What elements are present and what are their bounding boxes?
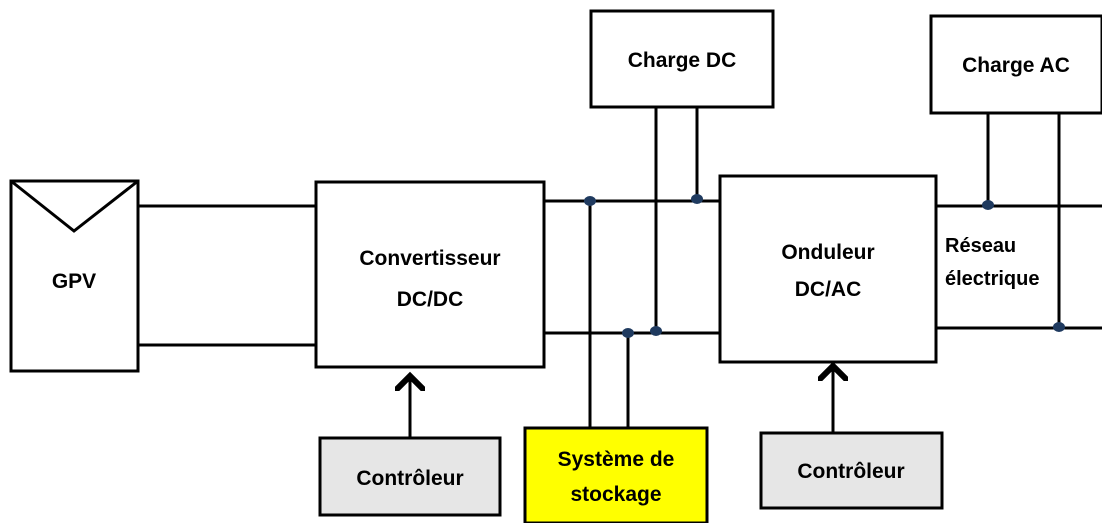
grid-label-line1: Réseau	[945, 235, 1016, 257]
controller-right-label: Contrôleur	[797, 460, 904, 483]
junction-dot	[622, 328, 634, 338]
gpv-block: GPV	[9, 179, 140, 373]
inverter-label-line2: DC/AC	[795, 278, 862, 301]
storage-block: Système de stockage	[523, 426, 709, 523]
grid-label: Réseau électrique	[945, 235, 1039, 290]
inverter-box	[718, 174, 938, 364]
junction-dot	[1053, 322, 1065, 332]
controller-left-box	[318, 436, 502, 517]
junction-dot	[691, 194, 703, 204]
controller-left-label: Contrôleur	[356, 467, 463, 490]
dcdc-box	[314, 180, 546, 369]
storage-label-line2: stockage	[570, 483, 661, 506]
controller-left-block: Contrôleur	[318, 436, 502, 517]
gpv-box	[9, 179, 140, 373]
storage-label-line1: Système de	[558, 448, 675, 471]
junction-dot	[982, 200, 994, 210]
pv-symbol-icon	[10, 179, 139, 233]
charge-ac-box	[929, 14, 1102, 115]
gpv-label: GPV	[52, 270, 96, 293]
junction-dot	[584, 196, 596, 206]
charge-dc-box	[589, 9, 775, 109]
controller-right-box	[759, 431, 944, 510]
charge-dc-label: Charge DC	[628, 49, 737, 72]
controller-right-block: Contrôleur	[759, 431, 944, 510]
inverter-label-line1: Onduleur	[781, 241, 874, 264]
wires	[138, 107, 1102, 438]
dcdc-label-line1: Convertisseur	[359, 247, 500, 270]
inverter-block: Onduleur DC/AC	[718, 174, 938, 364]
storage-box	[523, 426, 709, 523]
charge-ac-block: Charge AC	[929, 14, 1102, 115]
junctions	[584, 194, 1065, 338]
charge-dc-block: Charge DC	[589, 9, 775, 109]
charge-ac-label: Charge AC	[962, 54, 1070, 77]
grid-label-line2: électrique	[945, 268, 1039, 290]
junction-dot	[650, 326, 662, 336]
dcdc-converter-block: Convertisseur DC/DC	[314, 180, 546, 369]
dcdc-label-line2: DC/DC	[397, 288, 464, 311]
